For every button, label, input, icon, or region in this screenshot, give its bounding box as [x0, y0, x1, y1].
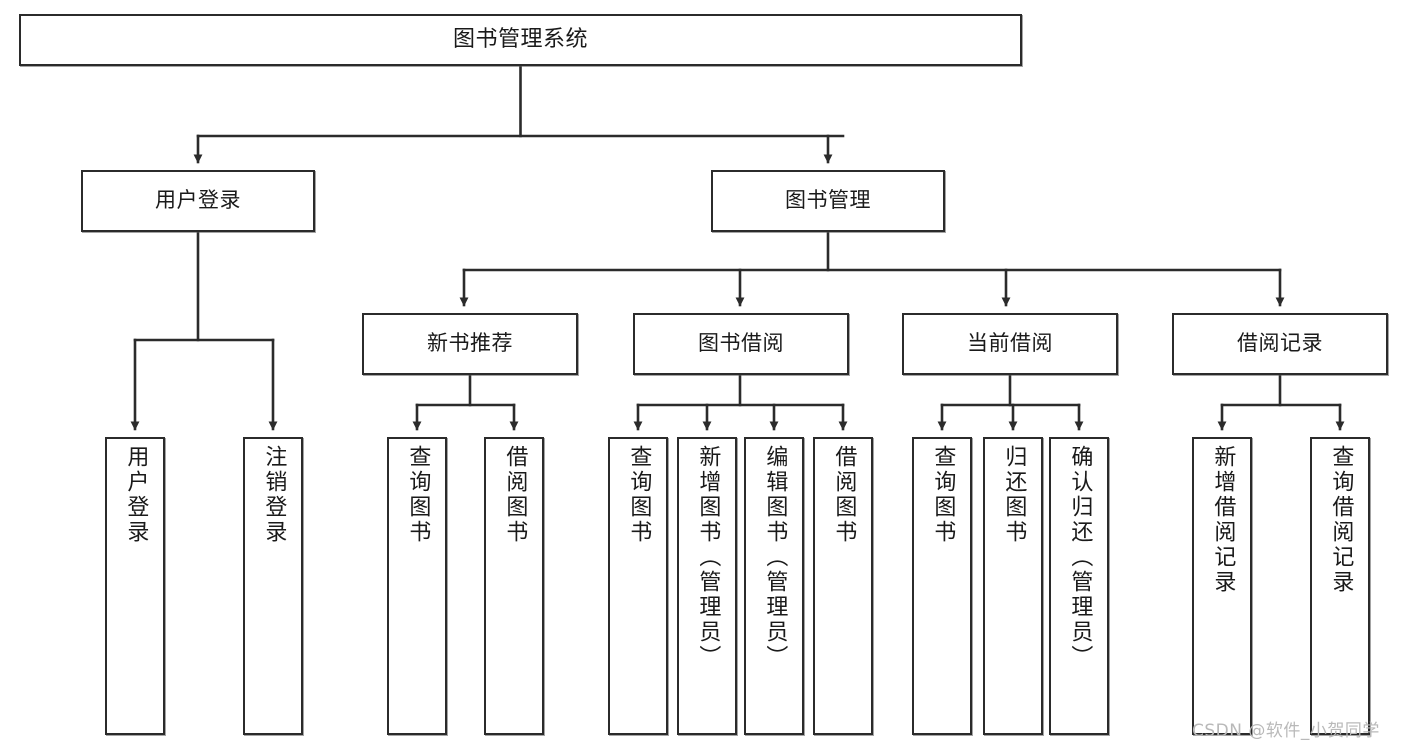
- node-borrow-record-label: 借阅记录: [1237, 331, 1323, 356]
- node-borrow-record[interactable]: 借阅记录: [1172, 313, 1388, 375]
- node-leaf-borrow-book-1-label: 借阅图书: [502, 445, 528, 545]
- node-leaf-confirm-return-label: 确认归还（管理员）: [1067, 445, 1093, 670]
- node-leaf-query-record[interactable]: 查询借阅记录: [1310, 437, 1370, 735]
- node-leaf-query-book-1-label: 查询图书: [405, 445, 431, 545]
- node-new-book-rec[interactable]: 新书推荐: [362, 313, 578, 375]
- node-root[interactable]: 图书管理系统: [19, 14, 1022, 66]
- node-leaf-edit-book-label: 编辑图书（管理员）: [762, 445, 788, 670]
- node-leaf-add-book-label: 新增图书（管理员）: [695, 445, 721, 670]
- node-leaf-user-login[interactable]: 用户登录: [105, 437, 165, 735]
- node-leaf-edit-book[interactable]: 编辑图书（管理员）: [744, 437, 804, 735]
- node-current-borrow[interactable]: 当前借阅: [902, 313, 1118, 375]
- node-leaf-return-book[interactable]: 归还图书: [983, 437, 1043, 735]
- node-leaf-query-book-2[interactable]: 查询图书: [608, 437, 668, 735]
- node-leaf-add-record[interactable]: 新增借阅记录: [1192, 437, 1252, 735]
- node-new-book-rec-label: 新书推荐: [427, 331, 513, 356]
- node-leaf-query-book-1[interactable]: 查询图书: [387, 437, 447, 735]
- node-leaf-query-record-label: 查询借阅记录: [1328, 445, 1354, 595]
- node-book-manage-label: 图书管理: [785, 188, 871, 213]
- node-book-borrow-label: 图书借阅: [698, 331, 784, 356]
- node-leaf-user-logout-label: 注销登录: [261, 445, 287, 545]
- node-leaf-user-login-label: 用户登录: [123, 445, 149, 545]
- node-leaf-query-book-3-label: 查询图书: [930, 445, 956, 545]
- node-current-borrow-label: 当前借阅: [967, 331, 1053, 356]
- node-book-manage[interactable]: 图书管理: [711, 170, 945, 232]
- node-leaf-borrow-book-2[interactable]: 借阅图书: [813, 437, 873, 735]
- node-leaf-borrow-book-1[interactable]: 借阅图书: [484, 437, 544, 735]
- node-user-login-label: 用户登录: [155, 188, 241, 213]
- node-leaf-user-logout[interactable]: 注销登录: [243, 437, 303, 735]
- node-leaf-query-book-2-label: 查询图书: [626, 445, 652, 545]
- node-root-label: 图书管理系统: [452, 26, 588, 52]
- node-leaf-confirm-return[interactable]: 确认归还（管理员）: [1049, 437, 1109, 735]
- csdn-watermark: CSDN @软件_小贺同学: [1192, 721, 1380, 741]
- node-leaf-query-book-3[interactable]: 查询图书: [912, 437, 972, 735]
- node-book-borrow[interactable]: 图书借阅: [633, 313, 849, 375]
- node-leaf-borrow-book-2-label: 借阅图书: [831, 445, 857, 545]
- node-leaf-add-book[interactable]: 新增图书（管理员）: [677, 437, 737, 735]
- node-leaf-return-book-label: 归还图书: [1001, 445, 1027, 545]
- node-user-login[interactable]: 用户登录: [81, 170, 315, 232]
- node-leaf-add-record-label: 新增借阅记录: [1210, 445, 1236, 595]
